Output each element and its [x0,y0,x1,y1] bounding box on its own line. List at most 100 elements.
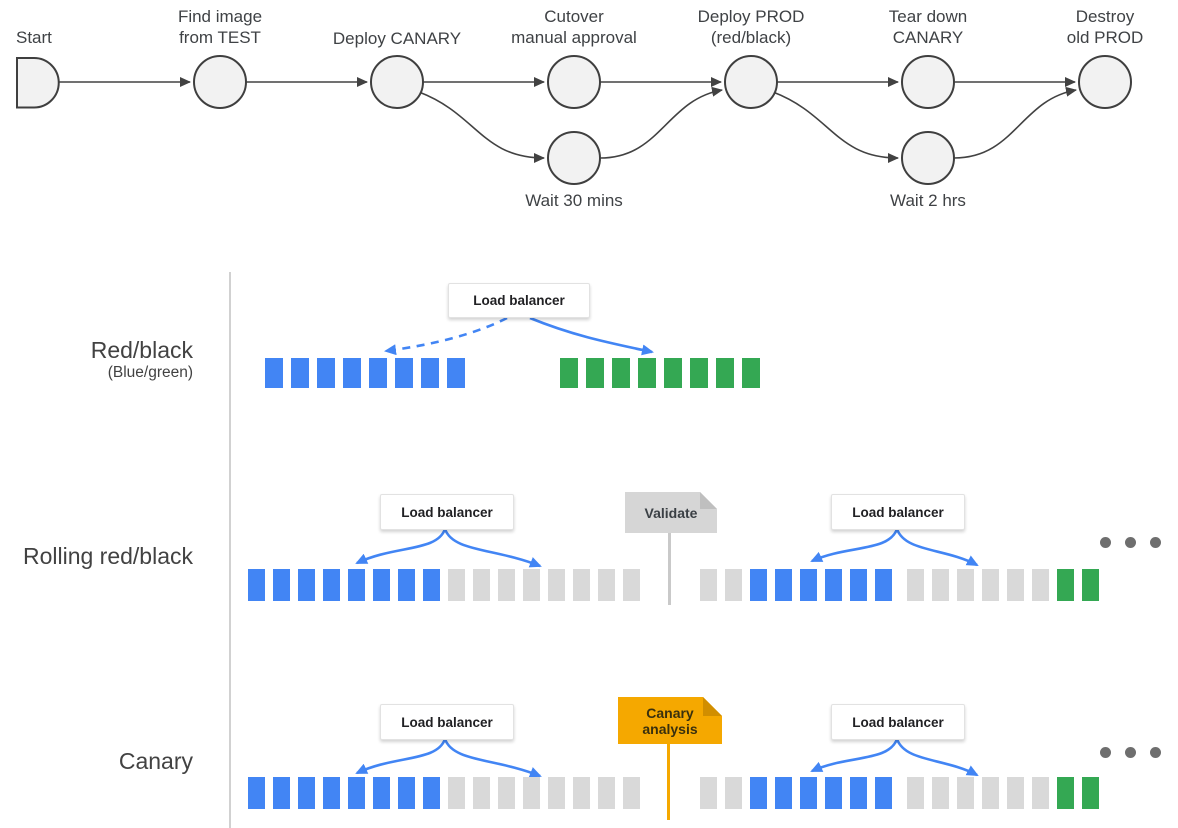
load-balancer-arrows [355,316,979,778]
blue-server-square [423,569,440,601]
blue-server-square [248,777,265,809]
pipeline-node-wait-2-hrs [901,131,955,185]
pipeline-node-deploy-prod [724,55,778,109]
gray-server-square [523,777,540,809]
gray-server-square [725,569,742,601]
gray-server-square [623,777,640,809]
gray-server-square [932,569,949,601]
blue-server-square [343,358,361,388]
gray-server-square [932,777,949,809]
gray-server-square [1032,569,1049,601]
green-server-square [664,358,682,388]
green-server-square [1082,569,1099,601]
blue-server-square [291,358,309,388]
blue-server-square [323,777,340,809]
blue-server-square [298,569,315,601]
canary-cluster-1 [248,777,640,809]
edge-deploycanary-wait30 [418,91,545,163]
section-divider [229,272,231,828]
pipeline-node-find-image [193,55,247,109]
arrow-rolling-lb1-right [443,528,542,568]
gray-server-square [548,569,565,601]
pipeline-label-wait-2-hrs: Wait 2 hrs [890,191,966,210]
canary-cluster-3 [907,777,1099,809]
gray-server-square [448,569,465,601]
pipeline-label-find-image: Find image from TEST [177,7,263,47]
edge-wait2-destroy [953,86,1077,159]
gray-server-square [907,777,924,809]
canary-analysis-flag-stem [667,744,670,820]
blue-server-square [800,569,817,601]
blue-server-square [398,777,415,809]
gray-server-square [907,569,924,601]
gray-server-square [473,569,490,601]
validate-label: Validate [644,504,698,521]
blue-server-square [875,569,892,601]
blue-server-square [421,358,439,388]
pipeline-node-wait-30-mins [547,131,601,185]
blue-server-square [273,777,290,809]
more-dot-icon [1100,537,1111,548]
blue-server-square [875,777,892,809]
more-groups-ellipsis-rolling [1100,537,1161,548]
arrow-canary-lb2-left [810,738,899,773]
pipeline-edges [59,77,1077,163]
blue-server-square [273,569,290,601]
gray-server-square [573,777,590,809]
blue-server-square [373,777,390,809]
green-server-square [1082,777,1099,809]
arrow-rolling-lb2-right [895,528,979,567]
gray-server-square [700,777,717,809]
pipeline-label-wait-30-mins: Wait 30 mins [525,191,623,210]
pipeline-nodes [16,55,1132,185]
pipeline-label-start: Start [16,28,52,47]
blue-server-square [395,358,413,388]
gray-server-square [498,777,515,809]
green-server-square [638,358,656,388]
pipeline-label-destroy: Destroy old PROD [1066,7,1144,47]
arrow-rolling-lb2-left [810,528,899,563]
blue-server-square [248,569,265,601]
gray-server-square [725,777,742,809]
gray-server-square [523,569,540,601]
green-server-square [742,358,760,388]
gray-server-square [957,569,974,601]
pipeline-label-deploy-prod: Deploy PROD (red/black) [697,7,805,47]
blue-server-square [750,569,767,601]
canary-cluster-2 [700,777,892,809]
arrow-canary-lb2-right [895,738,979,777]
pipeline-node-destroy-old-prod [1078,55,1132,109]
canary-analysis-flag: Canary analysis [618,697,722,744]
load-balancer-box-canary-2: Load balancer [831,704,965,740]
gray-server-square [1032,777,1049,809]
load-balancer-label: Load balancer [852,504,944,520]
pipeline-node-start [16,57,60,109]
green-server-square [1057,569,1074,601]
row-label-canary: Canary [0,748,193,774]
row-label-canary-main: Canary [118,748,193,774]
gray-server-square [448,777,465,809]
redblack-old-cluster [265,358,465,388]
blue-server-square [323,569,340,601]
blue-server-square [775,777,792,809]
gray-server-square [623,569,640,601]
blue-server-square [825,777,842,809]
gray-server-square [1007,569,1024,601]
pipeline-label-tear-down: Tear down CANARY [888,7,968,47]
load-balancer-label: Load balancer [401,504,493,520]
more-dot-icon [1150,747,1161,758]
gray-server-square [498,569,515,601]
load-balancer-box-rolling-2: Load balancer [831,494,965,530]
gray-server-square [598,777,615,809]
canary-analysis-label: Canary analysis [642,704,698,737]
gray-server-square [473,777,490,809]
green-server-square [586,358,604,388]
gray-server-square [573,569,590,601]
row-label-red-black-sub: (Blue/green) [107,364,193,381]
gray-server-square [700,569,717,601]
gray-server-square [957,777,974,809]
more-dot-icon [1100,747,1111,758]
redblack-new-cluster [560,358,760,388]
